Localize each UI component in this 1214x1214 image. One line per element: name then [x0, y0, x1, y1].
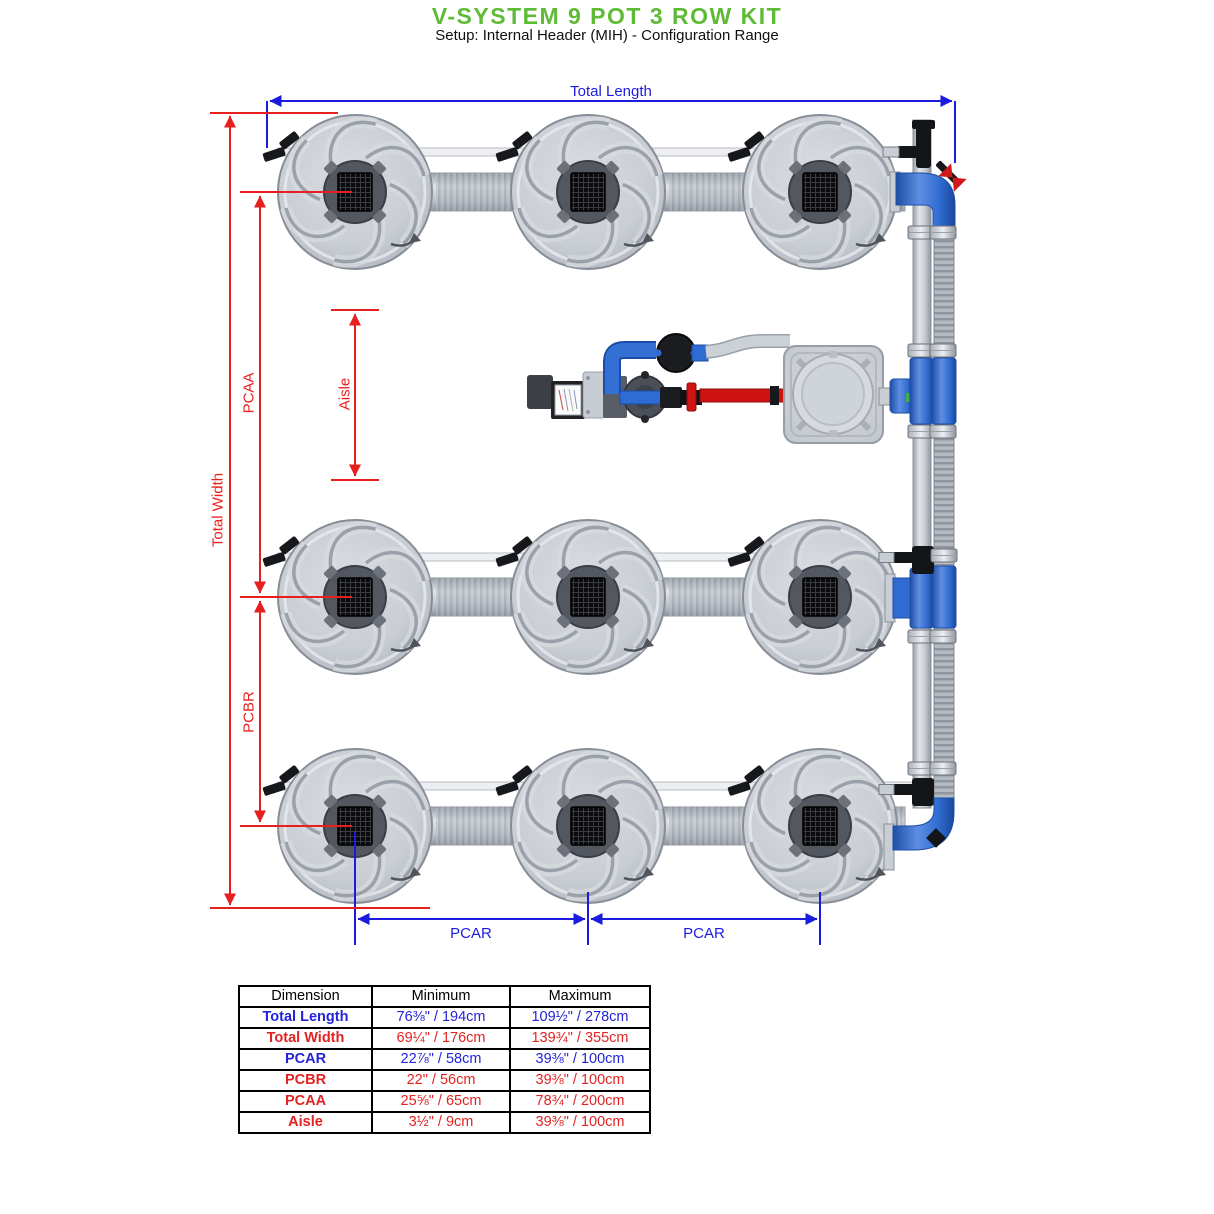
row-min: 3½" / 9cm	[371, 1111, 511, 1134]
reservoir	[783, 345, 915, 444]
table-row-pcar: PCAR 22⅞" / 58cm 39⅜" / 100cm	[238, 1048, 651, 1071]
table-row-aisle: Aisle 3½" / 9cm 39⅜" / 100cm	[238, 1111, 651, 1134]
page-title: V-SYSTEM 9 POT 3 ROW KIT	[431, 3, 783, 29]
row-label: PCBR	[238, 1069, 373, 1092]
table-row-pcbr: PCBR 22" / 56cm 39⅜" / 100cm	[238, 1069, 651, 1092]
pump-assembly	[527, 333, 790, 423]
table-header-row: Dimension Minimum Maximum	[238, 985, 651, 1008]
row-max: 39⅜" / 100cm	[509, 1111, 651, 1134]
pot	[495, 110, 665, 274]
table-header-minimum: Minimum	[371, 985, 511, 1008]
row-max: 39⅜" / 100cm	[509, 1048, 651, 1071]
pcbr-label: PCBR	[240, 691, 258, 733]
table-row-total-width: Total Width 69¼" / 176cm 139¾" / 355cm	[238, 1027, 651, 1050]
table-header-maximum: Maximum	[509, 985, 651, 1008]
table-row-pcaa: PCAA 25⅝" / 65cm 78¾" / 200cm	[238, 1090, 651, 1113]
row-label: Total Length	[238, 1006, 373, 1029]
pot	[727, 515, 897, 679]
dimension-lines-blue	[266, 95, 956, 945]
total-length-label: Total Length	[570, 83, 652, 100]
row-label: Aisle	[238, 1111, 373, 1134]
row-max: 139¾" / 355cm	[509, 1027, 651, 1050]
pot	[727, 110, 897, 274]
row-label: Total Width	[238, 1027, 373, 1050]
table-row-total-length: Total Length 76⅜" / 194cm 109½" / 278cm	[238, 1006, 651, 1029]
row-label: PCAR	[238, 1048, 373, 1071]
row-max: 78¾" / 200cm	[509, 1090, 651, 1113]
pcar-label-right: PCAR	[683, 925, 725, 942]
pot	[727, 744, 897, 908]
page-subtitle: Setup: Internal Header (MIH) - Configura…	[435, 27, 779, 44]
header-fittings	[878, 120, 967, 871]
pcaa-label: PCAA	[240, 372, 258, 414]
drain-valve	[936, 161, 967, 192]
table-header-dimension: Dimension	[238, 985, 373, 1008]
pot	[495, 744, 665, 908]
pot-grid	[262, 110, 897, 908]
pot	[495, 515, 665, 679]
row-label: PCAA	[238, 1090, 373, 1113]
row-min: 76⅜" / 194cm	[371, 1006, 511, 1029]
total-width-label: Total Width	[209, 472, 227, 548]
dimension-table: Dimension Minimum Maximum Total Length 7…	[238, 985, 651, 1134]
row-min: 25⅝" / 65cm	[371, 1090, 511, 1113]
row-max: 109½" / 278cm	[509, 1006, 651, 1029]
aisle-label: Aisle	[336, 377, 354, 411]
row-max: 39⅜" / 100cm	[509, 1069, 651, 1092]
pcar-label-left: PCAR	[450, 925, 492, 942]
row-min: 69¼" / 176cm	[371, 1027, 511, 1050]
row-min: 22" / 56cm	[371, 1069, 511, 1092]
row-min: 22⅞" / 58cm	[371, 1048, 511, 1071]
dimension-lines-red	[210, 112, 430, 909]
